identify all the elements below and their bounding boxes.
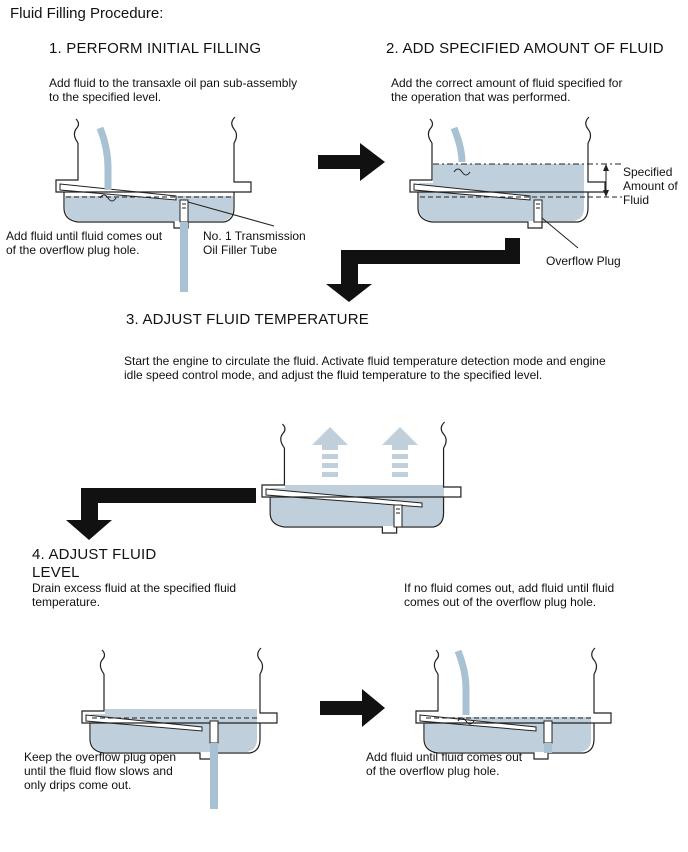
- step4-description-line: Drain excess fluid at the specified flui…: [32, 581, 237, 595]
- filler-tube-callout-line: No. 1 Transmission: [203, 229, 306, 243]
- step4-heading: 4. ADJUST FLUID LEVEL: [32, 546, 156, 582]
- step1-heading: 1. PERFORM INITIAL FILLING: [49, 40, 262, 57]
- step4-left-note-line: only drips come out.: [24, 778, 132, 792]
- step2-description-line: Add the correct amount of fluid specifie…: [391, 76, 623, 90]
- arrow-right-icon: [320, 689, 385, 727]
- filler-tube-callout-label: No. 1 Transmission Oil Filler Tube: [203, 229, 306, 257]
- overflow-plug-icon: [533, 199, 543, 223]
- drain-stream: [210, 743, 218, 809]
- step1-note: Add fluid until fluid comes out of the o…: [6, 229, 162, 257]
- step1-description-line: Add fluid to the transaxle oil pan sub-a…: [49, 76, 298, 90]
- elbow-arrow-icon: [66, 488, 256, 540]
- step4-refill-pan-diagram: [415, 647, 612, 760]
- specified-amount-label: Specified Amount of Fluid: [623, 165, 678, 207]
- step1-note-line: Add fluid until fluid comes out: [6, 229, 163, 243]
- overflow-stream: [180, 222, 188, 292]
- step4-alternative-line: If no fluid comes out, add fluid until f…: [404, 581, 615, 595]
- specified-amount-line: Specified: [623, 165, 673, 179]
- elbow-arrow-icon: [326, 238, 520, 302]
- arrow-right-icon: [318, 143, 385, 181]
- step1-note-line: of the overflow plug hole.: [6, 243, 140, 257]
- filler-tube-icon: [179, 199, 189, 223]
- step2-description-line: the operation that was performed.: [391, 90, 571, 104]
- heat-up-arrow-icon: [312, 427, 348, 477]
- filler-tube-callout-line: Oil Filler Tube: [203, 243, 278, 257]
- step4-description: Drain excess fluid at the specified flui…: [32, 581, 236, 609]
- overflow-plug-callout-label: Overflow Plug: [546, 254, 621, 268]
- step4-alternative: If no fluid comes out, add fluid until f…: [404, 581, 614, 609]
- step4-right-note-line: of the overflow plug hole.: [366, 764, 500, 778]
- step1-description-line: to the specified level.: [49, 90, 162, 104]
- specified-amount-line: Fluid: [623, 193, 650, 207]
- step3-description-line: idle speed control mode, and adjust the …: [124, 368, 543, 382]
- step3-description: Start the engine to circulate the fluid.…: [124, 354, 606, 382]
- step4-drain-pan-diagram: [81, 647, 278, 809]
- step1-fluid: [65, 196, 233, 221]
- step2-pan-diagram: [409, 116, 622, 249]
- step1-pan-diagram: [55, 116, 275, 292]
- fluid-pour-stream: [96, 126, 112, 190]
- step3-pan-diagram: [261, 421, 462, 534]
- step3-description-line: Start the engine to circulate the fluid.…: [124, 354, 606, 368]
- specified-amount-line: Amount of: [623, 179, 678, 193]
- heat-up-arrow-icon: [382, 427, 418, 477]
- page-title: Fluid Filling Procedure:: [10, 5, 164, 22]
- step4-heading-line: LEVEL: [32, 564, 80, 581]
- step4-description-line: temperature.: [32, 595, 101, 609]
- step1-description: Add fluid to the transaxle oil pan sub-a…: [49, 76, 297, 104]
- step4-alternative-line: comes out of the overflow plug hole.: [404, 595, 597, 609]
- step2-description: Add the correct amount of fluid specifie…: [391, 76, 622, 104]
- step3-heading: 3. ADJUST FLUID TEMPERATURE: [126, 311, 369, 328]
- step2-heading: 2. ADD SPECIFIED AMOUNT OF FLUID: [386, 40, 664, 57]
- step4-left-note-line: until the fluid flow slows and: [24, 764, 173, 778]
- step4-heading-line: 4. ADJUST FLUID: [32, 546, 157, 563]
